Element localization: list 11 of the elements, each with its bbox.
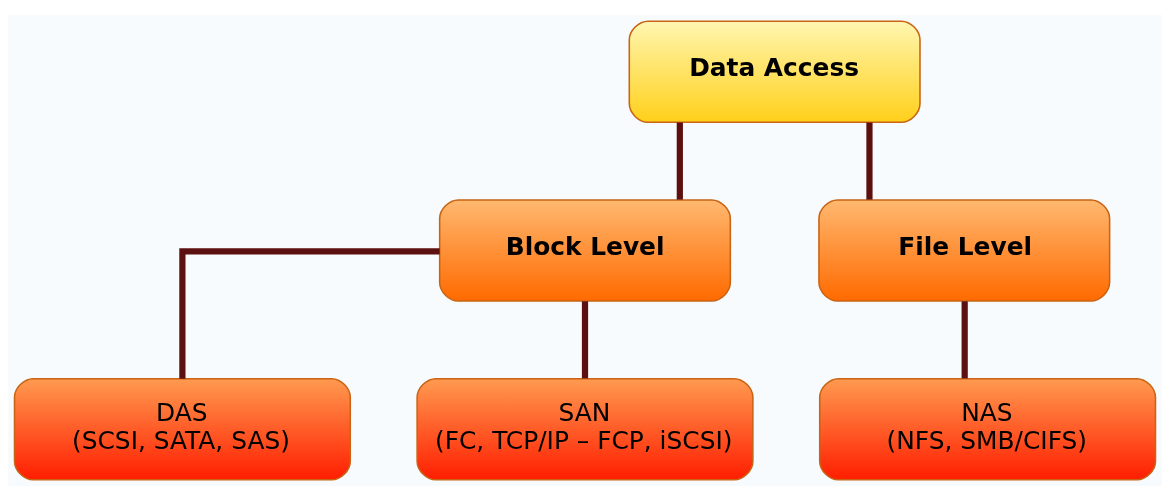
connector — [676, 122, 683, 200]
connector — [581, 300, 589, 378]
connector — [866, 122, 873, 200]
node-box: Block Level — [438, 198, 732, 302]
node-box: NAS (NFS, SMB/CIFS) — [818, 377, 1157, 481]
connector — [179, 247, 440, 379]
node-box: Data Access — [628, 19, 921, 123]
connector — [961, 300, 968, 378]
node-box: DAS (SCSI, SATA, SAS) — [13, 377, 352, 481]
node-box: SAN (FC, TCP/IP – FCP, iSCSI) — [416, 377, 754, 481]
node-box: File Level — [818, 198, 1111, 302]
